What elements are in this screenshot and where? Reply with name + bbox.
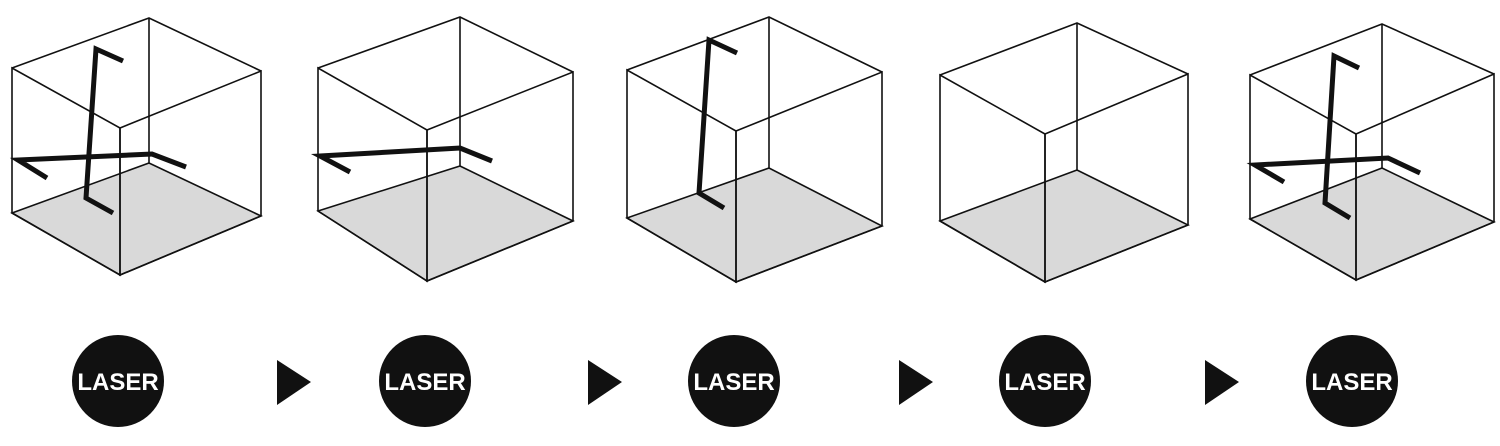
room-outline: [626, 16, 883, 284]
triangle-right-icon: [899, 360, 933, 405]
laser-button-1[interactable]: LASER: [72, 335, 164, 427]
laser-button-2[interactable]: LASER: [379, 335, 471, 427]
laser-button-label: LASER: [1311, 369, 1392, 396]
laser-button-5[interactable]: LASER: [1306, 335, 1398, 427]
horizontal-laser-line: [310, 145, 493, 175]
floor: [316, 165, 575, 282]
laser-button-label: LASER: [1004, 369, 1085, 396]
floor: [938, 169, 1190, 283]
room-outline: [1249, 23, 1495, 282]
laser-button-label: LASER: [77, 369, 158, 396]
room-step-3: [625, 16, 884, 284]
triangle-right-icon: [1205, 360, 1239, 405]
vertical-laser-line: [83, 45, 125, 216]
vertical-laser-line: [696, 36, 739, 211]
horizontal-laser-line: [9, 151, 187, 181]
room-step-4: [938, 22, 1190, 284]
floor: [625, 167, 884, 283]
room-step-5: [1246, 23, 1496, 282]
horizontal-laser-line: [1246, 155, 1422, 185]
room-outline: [317, 16, 574, 283]
vertical-laser-line: [1322, 52, 1361, 221]
laser-button-4[interactable]: LASER: [999, 335, 1091, 427]
floor: [1248, 167, 1496, 281]
floor: [10, 162, 263, 276]
laser-button-label: LASER: [693, 369, 774, 396]
laser-button-label: LASER: [384, 369, 465, 396]
room-step-1: [9, 17, 263, 277]
laser-button-3[interactable]: LASER: [688, 335, 780, 427]
triangle-right-icon: [277, 360, 311, 405]
room-outline: [939, 22, 1189, 284]
room-step-2: [310, 16, 575, 283]
triangle-right-icon: [588, 360, 622, 405]
room-outline: [11, 17, 262, 277]
